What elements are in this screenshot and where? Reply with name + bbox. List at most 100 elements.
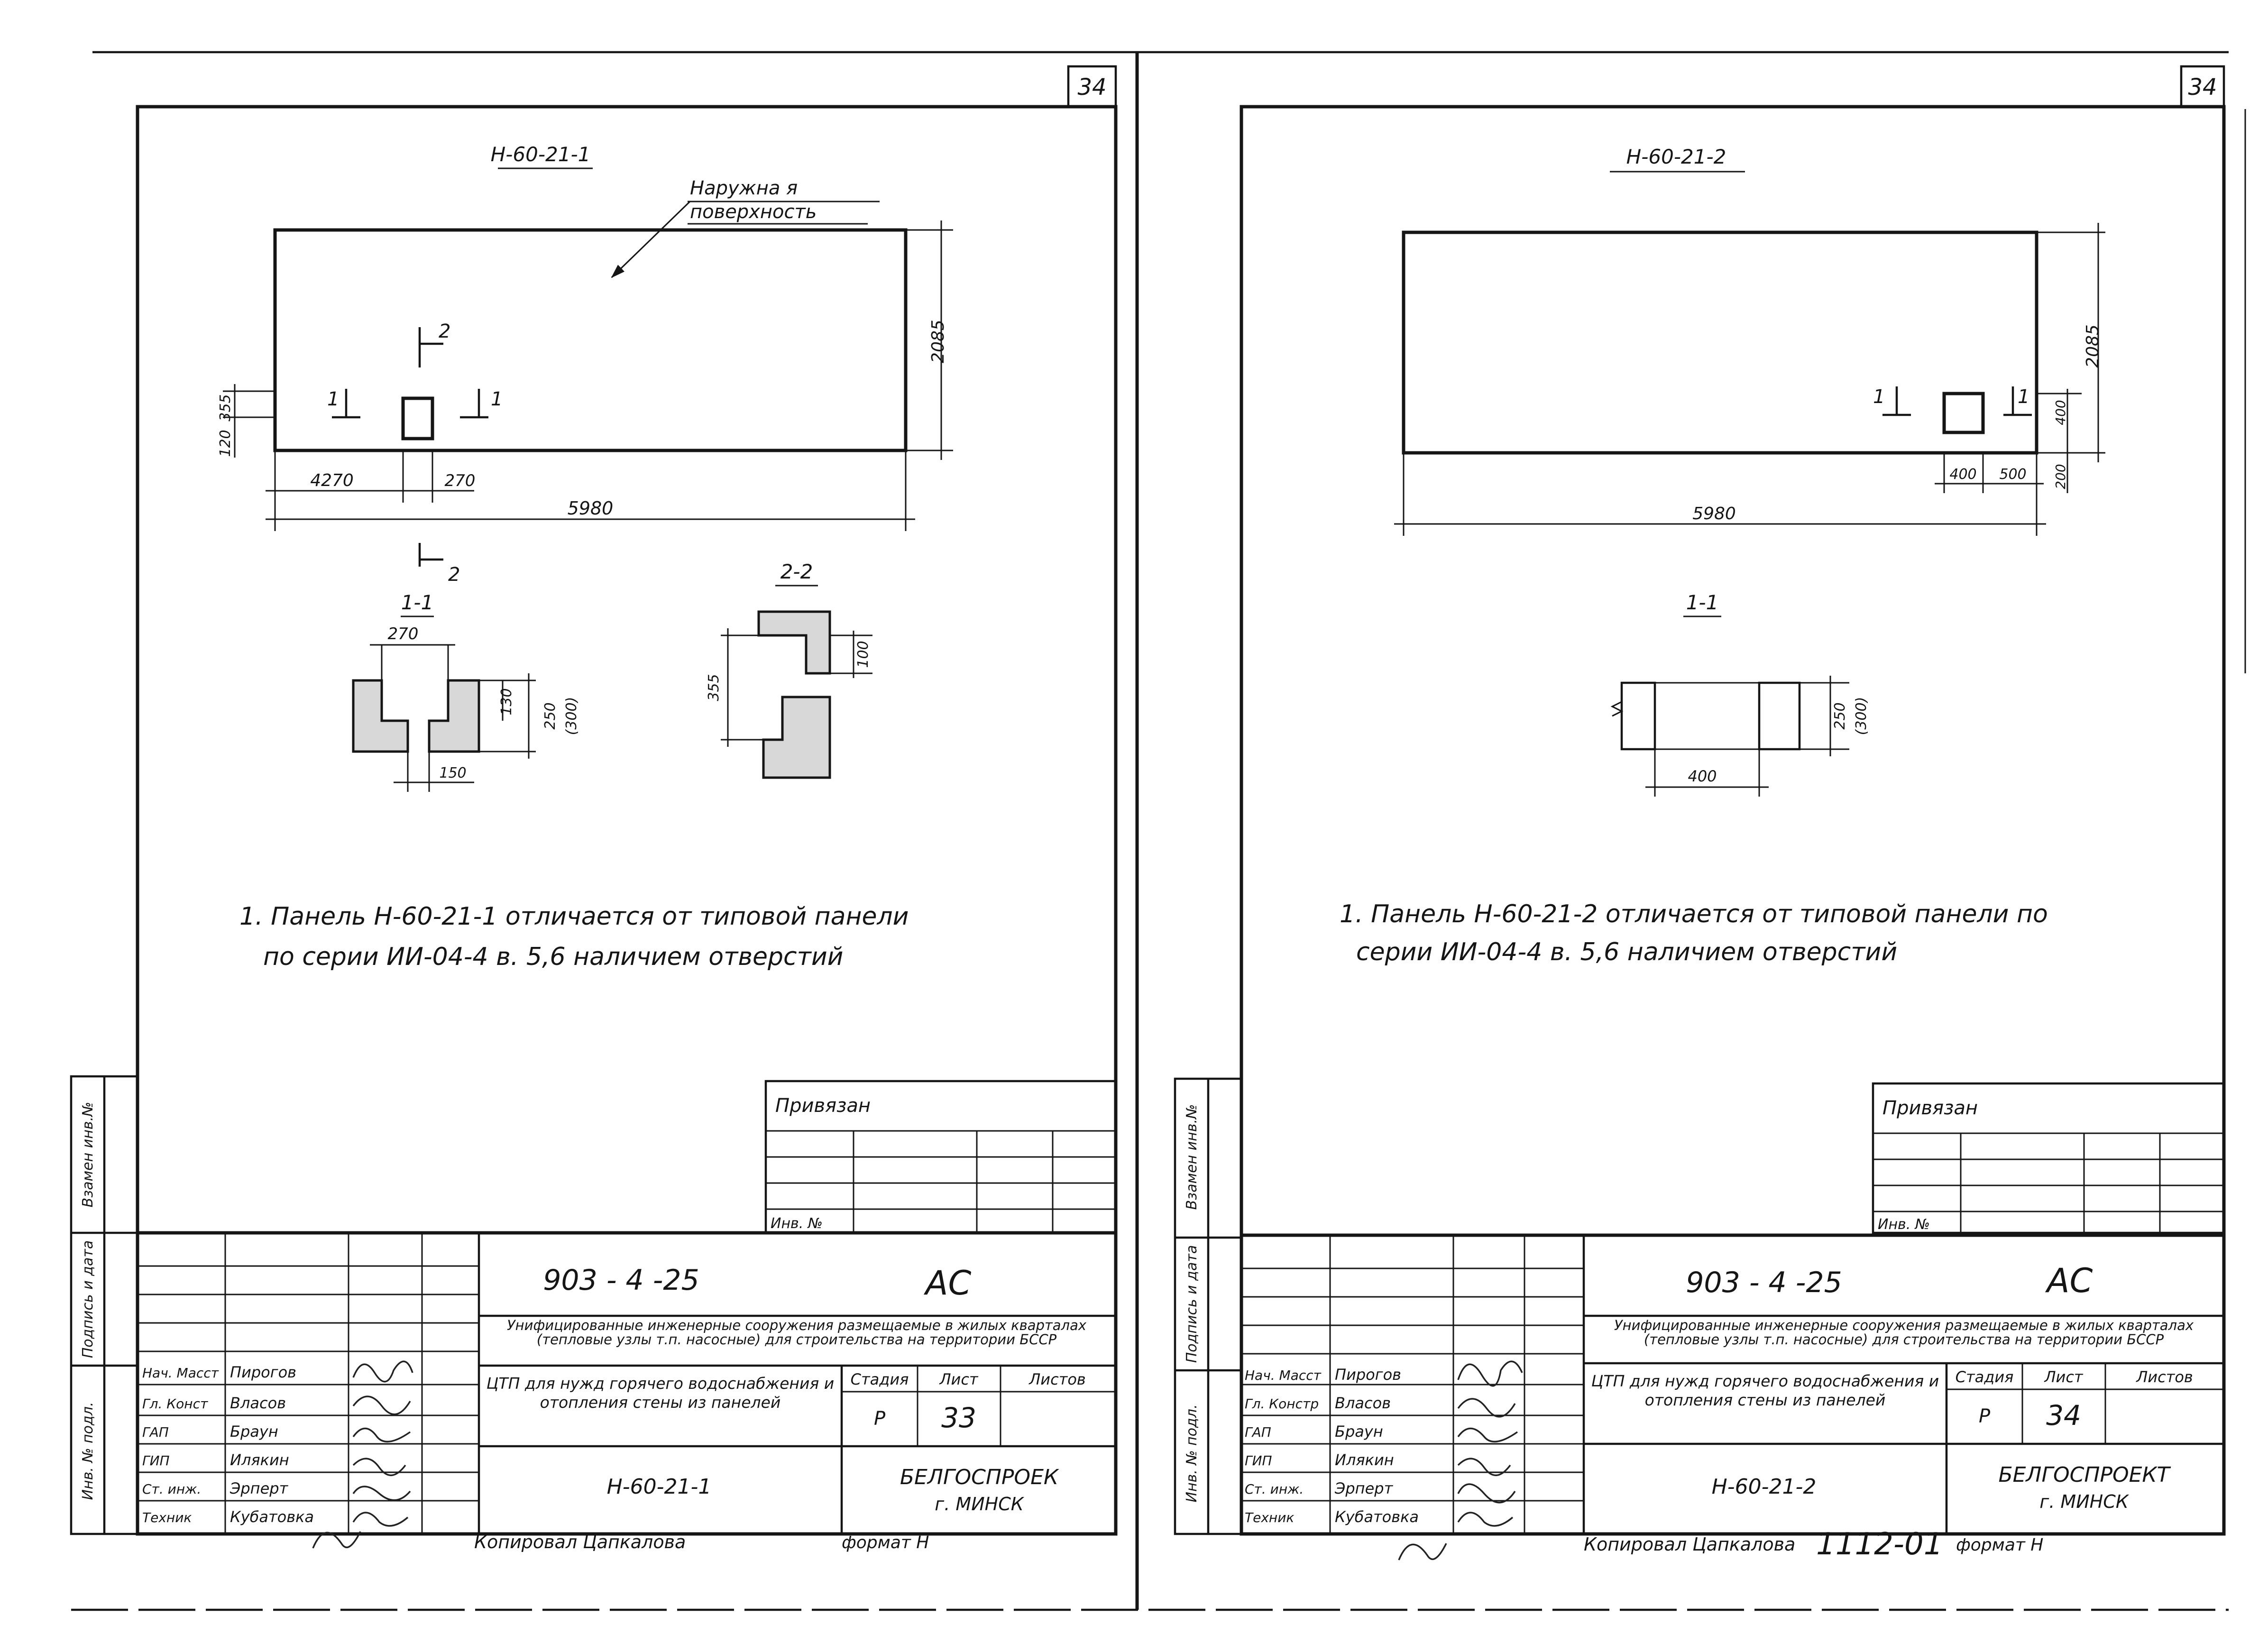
cut-mark-top: 2 xyxy=(439,321,450,342)
signatures xyxy=(312,1360,413,1549)
role-0: Нач. Масст xyxy=(142,1365,219,1381)
copied-by: Копировал Цапкалова xyxy=(1584,1534,1795,1555)
title-mark: АС xyxy=(924,1264,972,1303)
side-stamp: Взамен инв.№ Подпись и дата Инв. № подл. xyxy=(70,1075,139,1535)
side-label-signature: Подпись и дата xyxy=(80,1240,96,1358)
section-1-dim-height: 250 xyxy=(542,702,559,729)
role-1: Гл. Констр xyxy=(1245,1396,1319,1412)
section-1-dim-top: 270 xyxy=(388,624,419,643)
title-code: 903 - 4 -25 xyxy=(543,1264,699,1297)
side-label-inventory: Инв. № подл. xyxy=(80,1402,96,1500)
sheet-description: ЦТП для нужд горячего водоснабжения и от… xyxy=(1591,1372,1939,1409)
privyazan-label: Привязан xyxy=(1882,1097,1978,1119)
role-5: Техник xyxy=(142,1510,192,1525)
dim-height: 2085 xyxy=(2083,324,2103,368)
dim-left: 4270 xyxy=(310,471,354,490)
panel-title: Н-60-21-1 xyxy=(491,143,591,166)
dim-length: 5980 xyxy=(1692,504,1736,523)
section-1-dim-bottom: 400 xyxy=(1688,767,1717,785)
section-1-title: 1-1 xyxy=(1686,591,1719,614)
role-1: Гл. Конст xyxy=(142,1396,208,1412)
note-line-1: 1. Панель Н-60-21-2 отличается от типово… xyxy=(1340,900,2048,928)
dim-d: 200 xyxy=(2053,464,2068,489)
side-stamp: Взамен инв.№ Подпись и дата Инв. № подл. xyxy=(1174,1077,1243,1535)
section-2-dim-right: 100 xyxy=(855,641,872,668)
cut-mark-left: 1 xyxy=(1873,386,1885,408)
name-2: Браун xyxy=(230,1423,278,1441)
role-5: Техник xyxy=(1245,1510,1294,1525)
cut-mark-right: 1 xyxy=(491,388,503,410)
role-2: ГАП xyxy=(1245,1424,1271,1440)
copied-by: Копировал Цапкалова xyxy=(474,1532,686,1552)
dim-a: 400 xyxy=(1949,466,1976,483)
side-label-replace: Взамен инв.№ xyxy=(80,1102,96,1208)
outer-surface-label: Наружна я xyxy=(690,177,798,199)
sheet-border-lines xyxy=(71,51,2246,1611)
name-2: Браун xyxy=(1335,1423,1383,1441)
header-sheets: Листов xyxy=(1028,1370,1086,1388)
leader-arrow xyxy=(611,201,691,278)
section-1-left-wall xyxy=(352,679,409,753)
dim-side-b: 120 xyxy=(217,430,234,457)
binding-box: Привязан Инв. № xyxy=(1872,1082,2225,1234)
panel-code: Н-60-21-1 xyxy=(607,1475,712,1499)
side-label-signature: Подпись и дата xyxy=(1184,1245,1200,1363)
panel-code: Н-60-21-2 xyxy=(1712,1475,1817,1499)
section-1-dim-bottom: 150 xyxy=(439,765,466,781)
role-4: Ст. инж. xyxy=(1245,1481,1304,1497)
wall-panel-outline xyxy=(1402,230,2038,455)
section-1-title: 1-1 xyxy=(401,591,434,614)
organization: БЕЛГОСПРОЕКТ xyxy=(1998,1463,2171,1487)
stage-value: Р xyxy=(1979,1405,1991,1427)
format-label: формат Н xyxy=(1956,1535,2043,1555)
side-label-inventory: Инв. № подл. xyxy=(1184,1404,1200,1503)
stage-value: Р xyxy=(874,1408,886,1430)
dim-c: 400 xyxy=(2053,400,2068,425)
section-1-right-wall xyxy=(428,679,480,753)
name-0: Пирогов xyxy=(230,1363,296,1381)
role-2: ГАП xyxy=(142,1424,169,1440)
note-line-2: серии ИИ-04-4 в. 5,6 наличием отверстий xyxy=(1356,938,1897,966)
cut-mark-bottom: 2 xyxy=(448,564,460,586)
drawing-sheet-right: 34 Н-60-21-2 1 1 2085 400 200 400 500 59… xyxy=(1174,65,2226,1562)
side-label-replace: Взамен инв.№ xyxy=(1184,1104,1200,1210)
outer-surface-label-2: поверхность xyxy=(690,201,817,223)
header-stage: Стадия xyxy=(1956,1368,2014,1386)
sheet-number: 34 xyxy=(2046,1399,2081,1432)
dim-opening: 270 xyxy=(445,471,476,490)
inventory-label: Инв. № xyxy=(771,1215,823,1232)
section-1-dim-height-alt: (300) xyxy=(1853,697,1870,735)
project-description: Унифицированные инженерные сооружения ра… xyxy=(1614,1318,2194,1348)
section-1-dim-height: 250 xyxy=(1832,702,1848,729)
drawing-sheet-left: 34 Н-60-21-1 Наружна я поверхность 1 1 2… xyxy=(70,65,1118,1552)
section-1-dim-height-alt: (300) xyxy=(563,697,580,735)
dim-length: 5980 xyxy=(568,498,614,519)
cut-mark-left: 1 xyxy=(327,388,339,410)
section-1-left-wall xyxy=(1620,681,1656,751)
name-5: Кубатовка xyxy=(1335,1508,1419,1526)
dim-side-a: 355 xyxy=(217,394,234,421)
name-0: Пирогов xyxy=(1335,1366,1401,1384)
project-description: Унифицированные инженерные сооружения ра… xyxy=(506,1318,1087,1348)
section-1-right-wall xyxy=(1758,681,1801,751)
panel-opening xyxy=(1942,392,1985,434)
dim-height: 2085 xyxy=(928,320,948,363)
note-line-1: 1. Панель Н-60-21-1 отличается от типово… xyxy=(239,902,909,931)
binding-box: Привязан Инв. № xyxy=(764,1080,1117,1234)
name-3: Илякин xyxy=(1335,1451,1394,1469)
header-sheets: Листов xyxy=(2136,1368,2193,1386)
section-1-dim-inner: 130 xyxy=(498,688,515,715)
sheet-number: 33 xyxy=(941,1402,976,1434)
name-5: Кубатовка xyxy=(230,1508,314,1526)
cut-mark-right: 1 xyxy=(2018,386,2029,408)
city: г. МИНСК xyxy=(2039,1491,2129,1512)
section-2-bottom-part xyxy=(762,696,831,779)
sheet-corner-box xyxy=(1067,65,1117,108)
name-4: Эрперт xyxy=(1334,1479,1394,1497)
title-block: 903 - 4 -25 АС Унифицированные инженерны… xyxy=(1240,1233,2226,1560)
dim-b: 500 xyxy=(1999,466,2026,483)
role-0: Нач. Масст xyxy=(1245,1367,1322,1383)
sheet-corner-number: 34 xyxy=(2188,74,2217,101)
title-code: 903 - 4 -25 xyxy=(1686,1266,1842,1299)
